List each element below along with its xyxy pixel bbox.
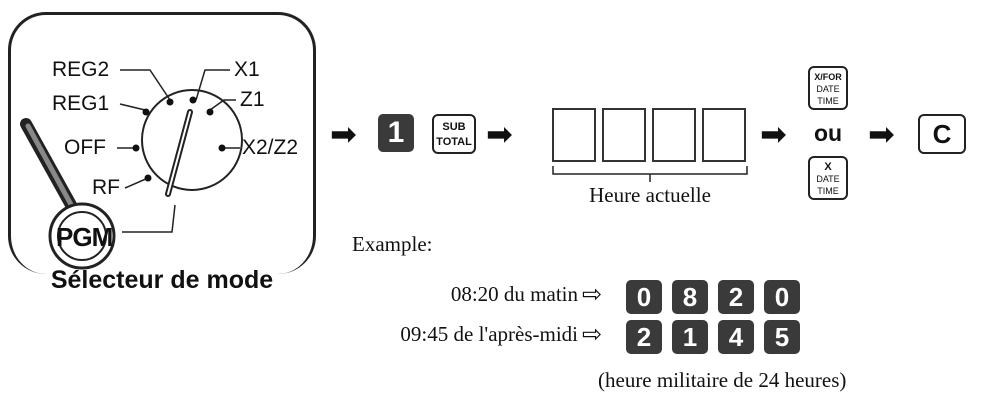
dot-x2z2	[218, 144, 226, 152]
mode-reg2-label: REG2	[52, 58, 110, 81]
pm-digit-1: 2	[626, 320, 662, 354]
time-digit-box-1	[552, 108, 596, 162]
mode-pgm-label: PGM	[56, 222, 113, 252]
mode-reg1-label: REG1	[52, 92, 110, 115]
x-for-key-line1: X/FOR	[814, 72, 842, 82]
x-for-key-line3: TIME	[817, 96, 839, 106]
x1-leader	[195, 69, 230, 101]
arrow-right-icon: ➡	[486, 116, 513, 152]
key-1: 1	[378, 114, 414, 152]
example-heading: Example:	[352, 232, 433, 256]
am-digit-2: 8	[672, 280, 708, 314]
z1-leader	[209, 99, 236, 111]
x-key-line3: TIME	[817, 186, 839, 196]
reg2-leader	[120, 69, 171, 101]
dot-z1	[206, 108, 214, 116]
reg1-leader	[119, 103, 146, 111]
mode-x1-label: X1	[234, 58, 260, 81]
pm-digit-4: 5	[764, 320, 800, 354]
mode-selector-caption: Sélecteur de mode	[50, 266, 274, 294]
subtotal-key-bottom: TOTAL	[436, 136, 472, 148]
am-digit-4: 0	[764, 280, 800, 314]
x-key-line1: X	[824, 161, 832, 173]
dot-off	[132, 144, 140, 152]
example-am-label: 08:20 du matin	[450, 282, 578, 306]
x-for-date-time-key: X/FOR DATE TIME	[808, 66, 848, 110]
time-entry-bracket	[552, 166, 748, 182]
arrow-right-icon: ➡	[868, 116, 895, 152]
dot-reg2	[166, 98, 174, 106]
mode-rf-label: RF	[92, 176, 120, 199]
outline-arrow-icon: ⇨	[582, 321, 603, 348]
mode-x2z2-label: X2/Z2	[242, 136, 299, 159]
pm-digit-2: 1	[672, 320, 708, 354]
arrow-right-icon: ➡	[330, 116, 357, 152]
subtotal-key: SUB TOTAL	[432, 114, 476, 154]
military-time-note: (heure militaire de 24 heures)	[598, 368, 847, 392]
mode-dial-diagram	[20, 69, 243, 270]
am-digit-3: 2	[718, 280, 754, 314]
am-digit-1: 0	[626, 280, 662, 314]
time-entry-label: Heure actuelle	[589, 183, 711, 207]
time-digit-box-4	[702, 108, 746, 162]
clear-key: C	[918, 114, 966, 154]
pgm-key-head	[48, 202, 116, 270]
x-key-line2: DATE	[816, 174, 840, 184]
rf-leader	[124, 177, 149, 189]
time-digit-box-2	[602, 108, 646, 162]
x-date-time-key: X DATE TIME	[808, 156, 848, 200]
dot-reg1	[142, 108, 150, 116]
x-for-key-line2: DATE	[816, 84, 840, 94]
pgm-leader	[122, 204, 176, 233]
mode-off-label: OFF	[64, 136, 106, 159]
or-label: ou	[813, 120, 843, 146]
pm-digit-3: 4	[718, 320, 754, 354]
subtotal-key-top: SUB	[442, 121, 466, 133]
mode-z1-label: Z1	[240, 88, 265, 111]
arrow-right-icon: ➡	[760, 116, 787, 152]
dial-circle	[141, 89, 243, 191]
outline-arrow-icon: ⇨	[582, 281, 603, 308]
time-digit-box-3	[652, 108, 696, 162]
mode-selector-panel	[8, 12, 316, 274]
dot-rf	[144, 174, 152, 182]
dot-x1	[189, 96, 197, 104]
example-pm-label: 09:45 de l'après-midi	[400, 322, 578, 346]
